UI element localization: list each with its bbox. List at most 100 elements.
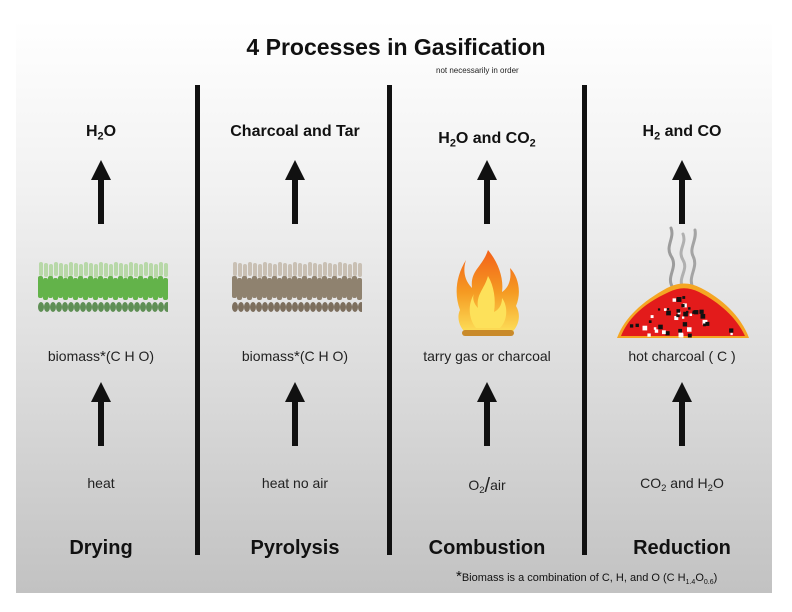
biomass-fleck (54, 262, 58, 276)
biomass-fleck (298, 263, 302, 277)
biomass-fleck (322, 276, 327, 298)
biomass-fleck (133, 278, 138, 300)
biomass-fleck (134, 302, 140, 312)
biomass-fleck (302, 276, 307, 298)
biomass-fleck (253, 263, 257, 277)
biomass-fleck (282, 276, 287, 298)
biomass-fleck (274, 302, 280, 312)
biomass-fleck (74, 302, 80, 312)
biomass-fleck (116, 302, 122, 312)
biomass-fleck (244, 302, 250, 312)
charcoal-speck (648, 320, 652, 324)
charcoal-speck (635, 323, 639, 328)
biomass-fleck (68, 276, 73, 298)
biomass-fleck (307, 278, 312, 300)
divider-3 (582, 85, 587, 555)
charcoal-speck (681, 304, 685, 308)
charcoal-speck (679, 333, 684, 338)
biomass-fleck (238, 263, 242, 277)
biomass-fleck (233, 262, 237, 276)
material-pyrolysis: biomass*(C H O) (241, 348, 349, 365)
charcoal-speck (642, 325, 648, 331)
biomass-fleck (83, 278, 88, 300)
output-drying: H2O (85, 123, 117, 143)
diagram-subtitle: not necessarily in order (436, 66, 519, 75)
biomass-brown-icon (232, 262, 362, 312)
biomass-fleck (158, 276, 163, 298)
charcoal-speck (653, 327, 657, 330)
biomass-fleck (347, 278, 352, 300)
biomass-fleck (292, 276, 297, 298)
biomass-fleck (277, 278, 282, 300)
biomass-fleck (258, 264, 262, 278)
biomass-fleck (38, 276, 43, 298)
charcoal-speck (694, 310, 699, 315)
charcoal-speck (658, 324, 663, 330)
charcoal-speck (650, 315, 654, 319)
biomass-fleck (50, 302, 56, 312)
biomass-fleck (139, 264, 143, 278)
biomass-fleck (123, 278, 128, 300)
material-combustion: tarry gas or charcoal (423, 348, 551, 364)
biomass-fleck (346, 302, 352, 312)
biomass-fleck (146, 302, 152, 312)
biomass-fleck (114, 262, 118, 276)
charcoal-speck (699, 309, 704, 314)
biomass-fleck (298, 302, 304, 312)
biomass-fleck (48, 276, 53, 298)
arrow-up-icon (285, 160, 305, 224)
biomass-fleck (84, 262, 88, 276)
biomass-fleck (340, 302, 346, 312)
biomass-fleck (69, 262, 73, 276)
charcoal-speck (682, 322, 688, 327)
biomass-fleck (358, 263, 362, 277)
biomass-fleck (128, 276, 133, 298)
biomass-fleck (286, 302, 292, 312)
biomass-fleck (232, 302, 238, 312)
biomass-fleck (343, 263, 347, 277)
biomass-fleck (333, 264, 337, 278)
charcoal-speck (688, 307, 691, 310)
biomass-fleck (62, 302, 68, 312)
biomass-fleck (39, 262, 43, 276)
biomass-fleck (292, 302, 298, 312)
biomass-fleck (278, 262, 282, 276)
biomass-fleck (263, 262, 267, 276)
biomass-fleck (59, 263, 63, 277)
biomass-fleck (358, 302, 362, 312)
divider-2 (387, 85, 392, 555)
biomass-fleck (287, 278, 292, 300)
flame-icon (456, 250, 519, 336)
biomass-fleck (252, 276, 257, 298)
charcoal-pile (621, 288, 745, 336)
biomass-fleck (94, 264, 98, 278)
biomass-fleck (268, 263, 272, 277)
biomass-fleck (297, 278, 302, 300)
biomass-fleck (153, 278, 158, 300)
biomass-fleck (122, 302, 128, 312)
biomass-fleck (143, 278, 148, 300)
charcoal-speck (689, 313, 693, 317)
charcoal-speck (687, 327, 692, 332)
process-name-pyrolysis: Pyrolysis (250, 537, 340, 559)
biomass-fleck (317, 278, 322, 300)
input-pyrolysis: heat no air (261, 475, 329, 491)
charcoal-speck (692, 311, 695, 314)
arrow-up-icon (91, 382, 111, 446)
charcoal-speck (683, 311, 688, 317)
charcoal-speck (729, 328, 734, 333)
biomass-fleck (93, 278, 98, 300)
biomass-fleck (98, 302, 104, 312)
biomass-fleck (322, 302, 328, 312)
biomass-fleck (80, 302, 86, 312)
biomass-fleck (92, 302, 98, 312)
biomass-fleck (159, 262, 163, 276)
biomass-fleck (149, 263, 153, 277)
biomass-fleck (308, 262, 312, 276)
biomass-fleck (328, 263, 332, 277)
biomass-fleck (313, 263, 317, 277)
biomass-fleck (64, 264, 68, 278)
diagram-title: 4 Processes in Gasification (246, 34, 546, 60)
biomass-fleck (352, 276, 357, 298)
charcoal-speck (682, 303, 687, 308)
